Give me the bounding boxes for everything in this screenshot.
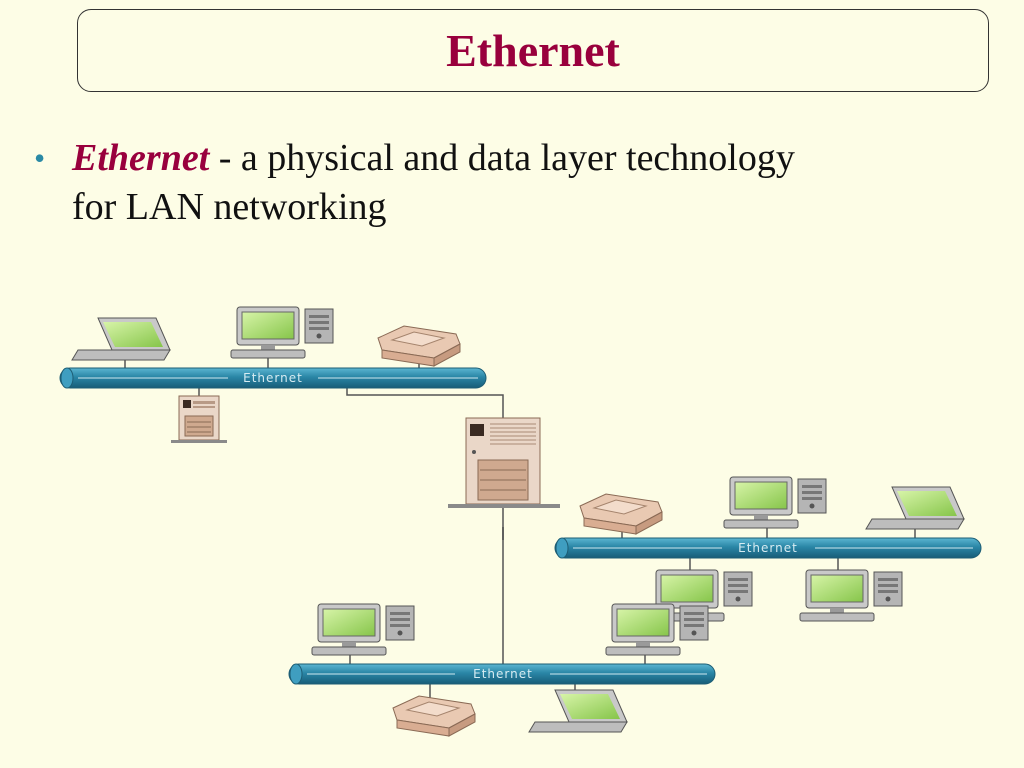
bullet-point: • Ethernet - a physical and data layer t… xyxy=(34,134,994,232)
bus-label-2: Ethernet xyxy=(738,541,798,555)
laptop-icon xyxy=(71,317,171,361)
desktop-computer-icon xyxy=(230,306,334,359)
printer-icon xyxy=(579,493,663,535)
desktop-computer-icon xyxy=(605,603,709,656)
desktop-computer-icon xyxy=(799,569,903,622)
bullet-text: Ethernet - a physical and data layer tec… xyxy=(72,134,795,232)
bullet-term: Ethernet xyxy=(72,137,210,179)
tower-computer-icon xyxy=(170,395,228,444)
slide-title: Ethernet xyxy=(446,25,620,76)
bus-label-3: Ethernet xyxy=(473,667,533,681)
title-box: Ethernet xyxy=(77,9,989,92)
bullet-line2: for LAN networking xyxy=(72,186,387,228)
server-icon xyxy=(448,417,560,508)
printer-icon xyxy=(392,695,476,737)
printer-icon xyxy=(377,325,461,367)
desktop-computer-icon xyxy=(723,476,827,529)
ethernet-bus-1: Ethernet xyxy=(59,367,487,389)
desktop-computer-icon xyxy=(311,603,415,656)
ethernet-bus-2: Ethernet xyxy=(554,537,982,559)
bullet-line1: - a physical and data layer technology xyxy=(209,137,795,179)
bullet-icon: • xyxy=(34,140,46,176)
laptop-icon xyxy=(865,486,965,530)
laptop-icon xyxy=(528,689,628,733)
ethernet-bus-3: Ethernet xyxy=(288,663,716,685)
bus-label-1: Ethernet xyxy=(243,371,303,385)
